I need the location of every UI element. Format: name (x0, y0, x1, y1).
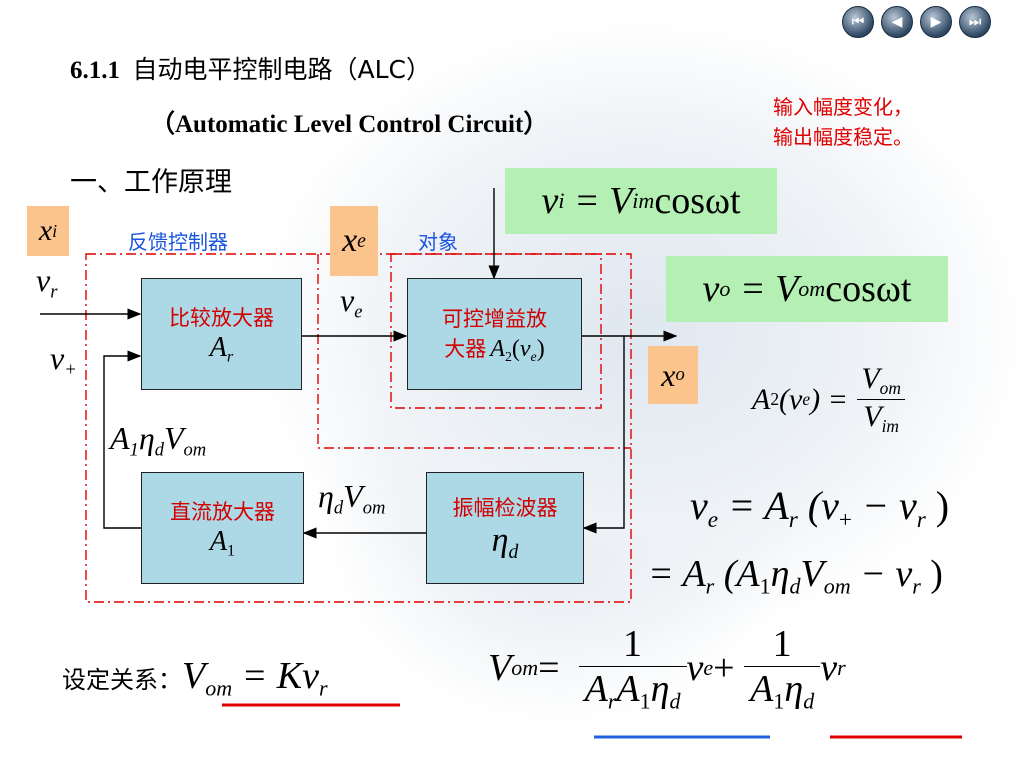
last-icon[interactable]: ⏭ (959, 6, 991, 38)
feedback-region-label: 反馈控制器 (128, 230, 228, 254)
detector-feed-line (582, 336, 625, 534)
set-relation: 设定关系： Vom = Kvr (62, 654, 328, 702)
vga-block: 可控增益放 大器 A2(ve) (407, 278, 582, 390)
detector-label: 振幅检波器 (452, 496, 558, 521)
set-relation-label: 设定关系： (62, 666, 182, 695)
title-number: 6.1.1 (70, 57, 120, 84)
gain-fraction: Vom Vim (855, 362, 907, 437)
dc-amp-symbol: A1 (209, 525, 236, 560)
comparator-symbol: Ar (209, 331, 234, 366)
title-text: 自动电平控制电路（ALC） (132, 55, 432, 84)
dc-amp-label: 直流放大器 (170, 499, 275, 524)
note-line-1: 输入幅度变化， (773, 95, 913, 119)
dc-amp-block: 直流放大器 A1 (141, 472, 304, 584)
vom-fraction-1: 1 ArA1ηd (578, 622, 687, 715)
vom-fraction-2: 1 A1ηd (744, 622, 821, 715)
vga-label-1: 可控增益放 (442, 306, 547, 331)
set-relation-formula: Vom = Kvr (182, 655, 328, 701)
signal-vr: vr (36, 262, 58, 303)
page-subtitle: （Automatic Level Control Circuit） (150, 111, 549, 138)
signal-detector-out: ηdVom (318, 478, 386, 519)
feedback-line (103, 350, 142, 529)
feedback-region (85, 253, 632, 603)
comparator-block: 比较放大器 Ar (141, 278, 302, 390)
detector-block: 振幅检波器 ηd (426, 472, 584, 584)
vga-label-2: 大器 A2(ve) (444, 335, 545, 365)
ve-equation-line2: = Ar (A1ηdVom − vr ) (648, 553, 943, 599)
signal-vplus: v+ (50, 340, 77, 381)
ve-equation-line1: ve = Ar (v+ − vr ) (690, 483, 950, 534)
next-icon[interactable]: ▶ (920, 6, 952, 38)
object-region (390, 253, 602, 409)
first-icon[interactable]: ⏮ (842, 6, 874, 38)
note-line-2: 输出幅度稳定。 (773, 125, 913, 149)
section-heading: 一、工作原理 (70, 167, 232, 198)
nav-bar: ⏮ ◀ ▶ ⏭ (842, 6, 991, 38)
note: 输入幅度变化， 输出幅度稳定。 (773, 92, 913, 152)
signal-ve: ve (340, 282, 363, 323)
prev-icon[interactable]: ◀ (881, 6, 913, 38)
page-title: 6.1.1 自动电平控制电路（ALC） (70, 50, 431, 86)
detector-symbol: ηd (491, 522, 519, 563)
region-divider (317, 254, 631, 449)
object-region-label: 对象 (418, 230, 458, 254)
signal-feedback: A1ηdVom (110, 420, 207, 461)
comparator-label: 比较放大器 (169, 305, 274, 330)
